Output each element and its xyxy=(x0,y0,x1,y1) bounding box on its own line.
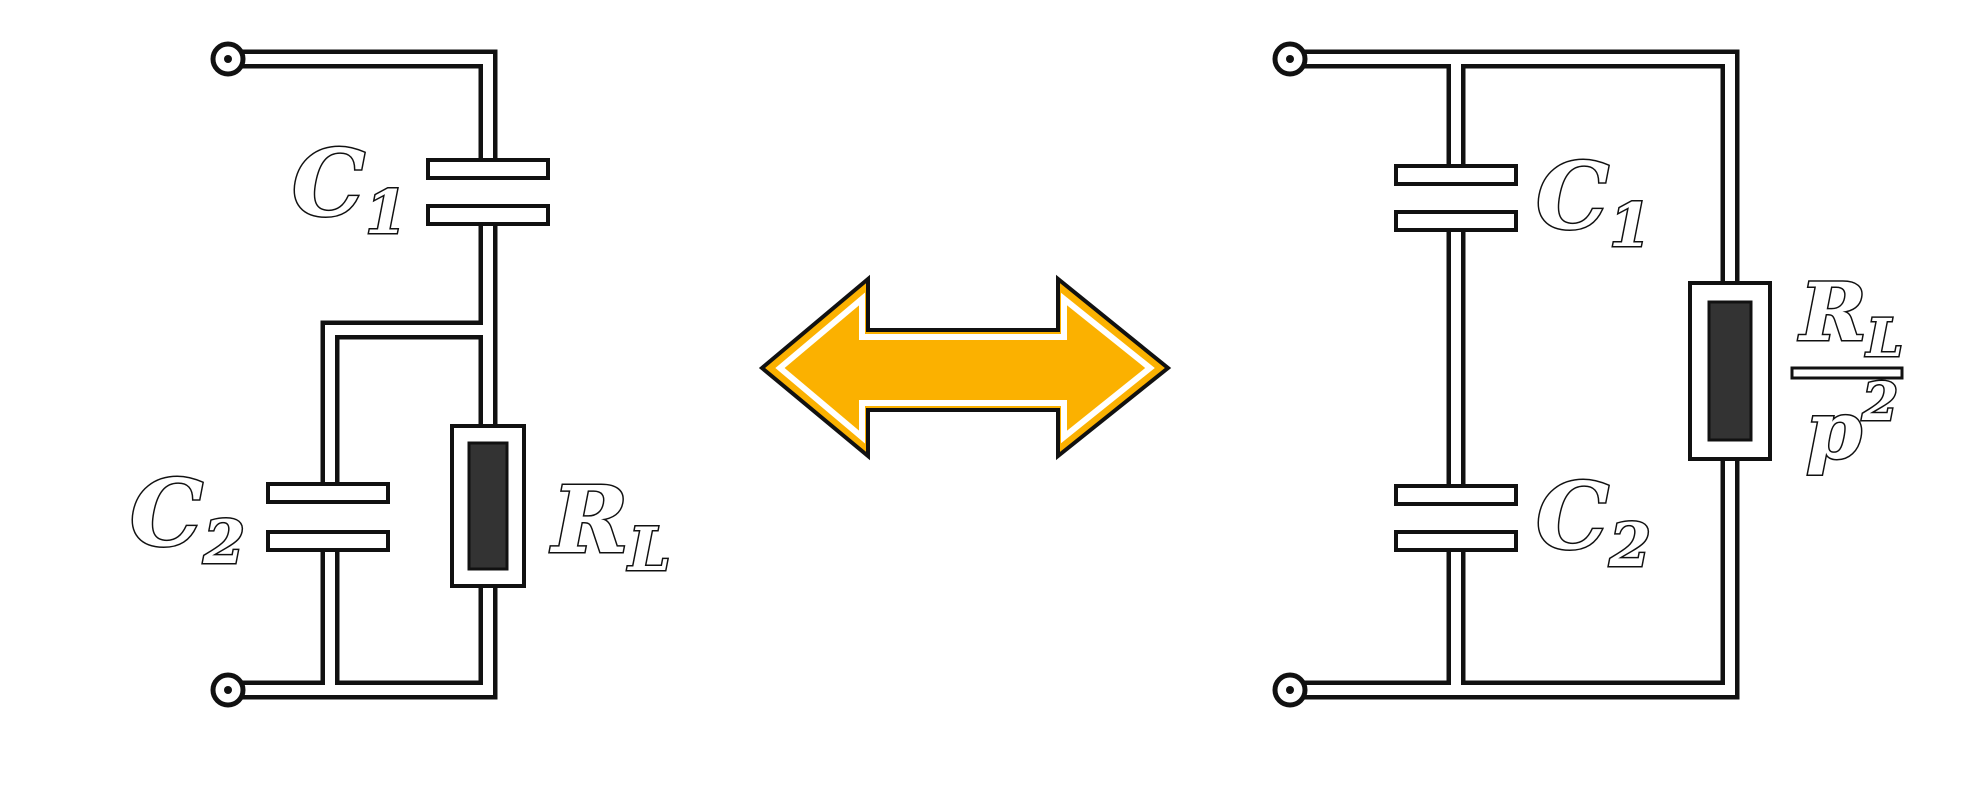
left-capacitor-c2 xyxy=(266,482,390,552)
right-capacitor-c2 xyxy=(1394,484,1518,552)
right-rl-fraction-label: RL p2 xyxy=(1790,264,1905,479)
fraction-bar xyxy=(1790,366,1904,380)
right-resistor-rl-transformed xyxy=(1688,281,1772,461)
fraction-denominator: p2 xyxy=(1806,372,1898,477)
left-resistor-rl xyxy=(450,424,526,588)
right-wires xyxy=(1280,49,1740,700)
left-wires xyxy=(218,49,498,700)
left-c1-label: C1 xyxy=(292,129,407,248)
left-rl-label: RL xyxy=(549,466,671,585)
right-terminal-top xyxy=(1272,41,1308,77)
left-terminal-bottom xyxy=(210,672,246,708)
left-terminal-top xyxy=(210,41,246,77)
right-circuit: C1 C2 RL p2 xyxy=(1272,41,1905,708)
right-c2-label: C2 xyxy=(1536,462,1651,581)
right-terminal-bottom xyxy=(1272,672,1308,708)
right-capacitor-c1 xyxy=(1394,164,1518,232)
left-capacitor-c1 xyxy=(426,158,550,226)
left-c2-label: C2 xyxy=(130,459,245,578)
fraction-numerator: RL xyxy=(1798,265,1903,369)
right-c1-label: C1 xyxy=(1536,142,1651,261)
double-arrow-icon xyxy=(758,274,1172,461)
left-circuit: C1 C2 RL xyxy=(129,41,672,708)
